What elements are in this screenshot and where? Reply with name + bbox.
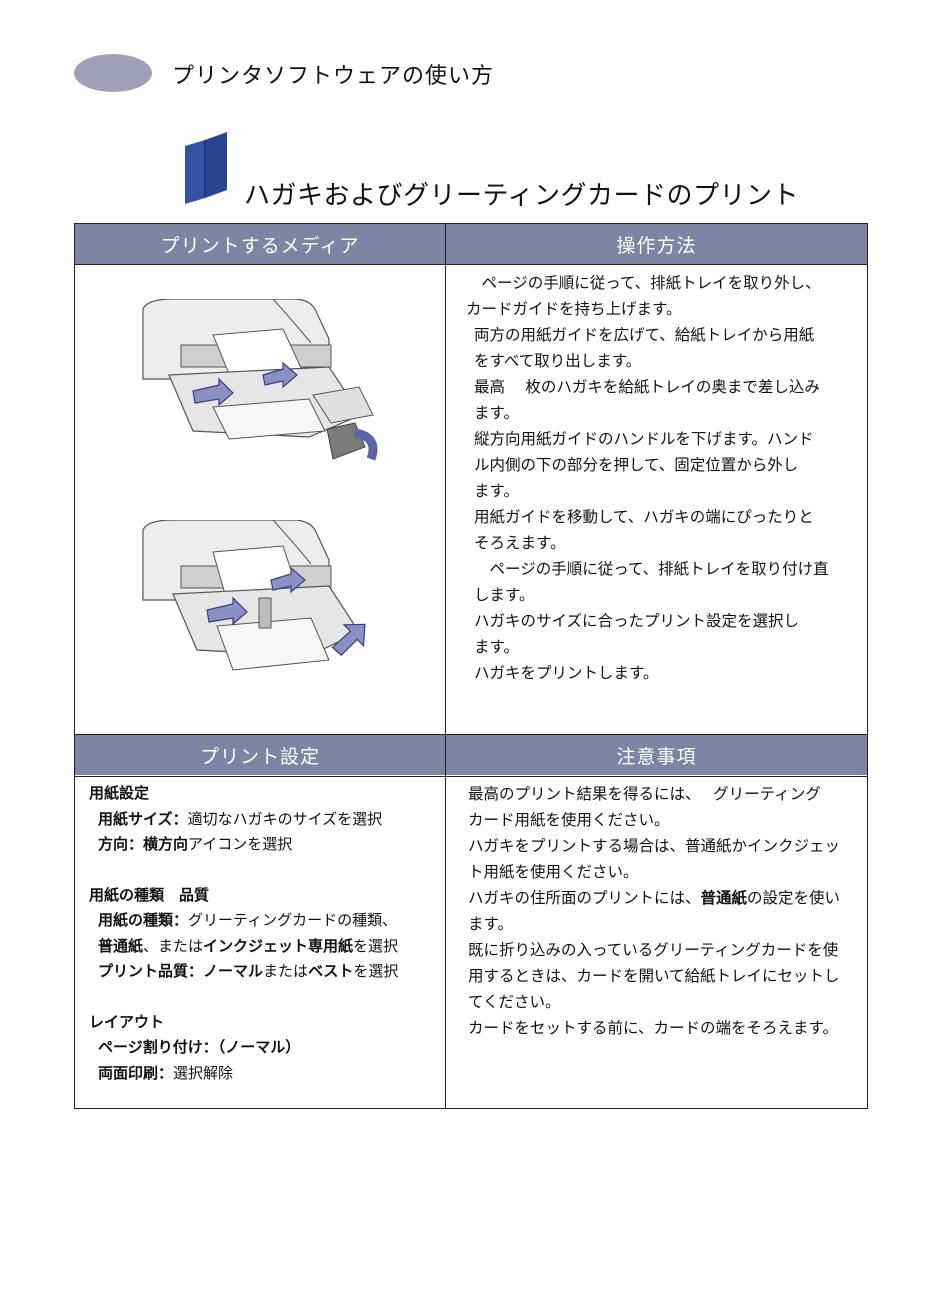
step-line: 縦方向用紙ガイドのハンドルを下げます。ハンド [474,430,814,448]
step-line: ページの手順に従って、排紙トレイを取り外し、 [466,274,821,292]
step-line: ページの手順に従って、排紙トレイを取り付け直 [474,560,829,578]
note-line: カードをセットする前に、カードの端をそろえます。 [468,1019,838,1037]
note-line: 最高のプリント結果を得るには、 グリーティング [468,785,821,803]
printer-illustration-load [142,299,378,461]
step-line: 最高 枚のハガキを給紙トレイの奥まで差し込み [474,378,820,396]
note-line: ハガキをプリントする場合は、普通紙かインクジェッ [468,837,841,855]
step-line: ハガキをプリントします。 [474,664,659,682]
settings-header: プリント設定 [75,735,445,775]
duplex-row: 両面印刷：選択解除 [98,1063,234,1082]
method-header: 操作方法 [446,224,867,264]
printer-illustration-guide [142,520,366,671]
note-line: 既に折り込みの入っているグリーティングカードを使 [468,941,839,959]
note-line: てください。 [468,993,561,1011]
layout-heading: レイアウト [89,1012,165,1031]
note-line: 用するときは、カードを開いて給紙トレイにセットし [468,967,840,985]
note-line: ト用紙を使用ください。 [468,863,639,881]
section-title: ハガキおよびグリーティングカードのプリント [244,181,799,211]
content-table: プリントするメディア 操作方法 プリント設定 注意事項 ページの手順に従って、排… [74,223,868,1109]
paper-size-row: 用紙サイズ：適切なハガキのサイズを選択 [98,809,383,828]
note-line: ます。 [468,915,513,933]
notes-header: 注意事項 [446,735,867,775]
step-line: ハガキのサイズに合ったプリント設定を選択し [474,612,800,630]
page-layout-row: ページ割り付け：（ノーマル） [98,1038,301,1056]
paper-setup-heading: 用紙設定 [89,784,150,802]
media-header: プリントするメディア [75,224,445,264]
paper-type-heading: 用紙の種類 品質 [89,885,210,904]
step-line: ます。 [474,638,519,656]
step-line: そろえます。 [474,534,566,552]
step-line: カードガイドを持ち上げます。 [466,300,682,318]
step-line: ます。 [474,404,519,422]
step-line: ル内側の下の部分を押して、固定位置から外し [474,456,799,474]
orientation-row: 方向：横方向アイコンを選択 [98,835,293,853]
folded-card-icon [185,132,227,204]
print-quality-row: プリント品質：ノーマルまたはベストを選択 [98,962,399,980]
notes-list: 最高のプリント結果を得るには、 グリーティング カード用紙を使用ください。 ハガ… [468,781,868,1041]
print-settings: 用紙設定 用紙サイズ：適切なハガキのサイズを選択 方向：横方向アイコンを選択 用… [89,781,439,1086]
chapter-marker [74,54,152,92]
steps-list: ページの手順に従って、排紙トレイを取り外し、 カードガイドを持ち上げます。 両方… [466,270,866,686]
chapter-title: プリンタソフトウェアの使い方 [172,64,495,89]
step-line: 両方の用紙ガイドを広げて、給紙トレイから用紙 [474,326,815,344]
note-line: ハガキの住所面のプリントには、普通紙の設定を使い [468,889,841,907]
step-line: ます。 [474,482,519,500]
paper-type-options-row: 普通紙、またはインクジェット専用紙を選択 [98,936,399,955]
step-line: をすべて取り出します。 [474,352,642,370]
step-line: 用紙ガイドを移動して、ハガキの端にぴったりと [474,508,814,526]
step-line: します。 [474,586,535,604]
note-line: カード用紙を使用ください。 [468,811,670,829]
paper-type-row: 用紙の種類：グリーティングカードの種類、 [98,911,398,929]
